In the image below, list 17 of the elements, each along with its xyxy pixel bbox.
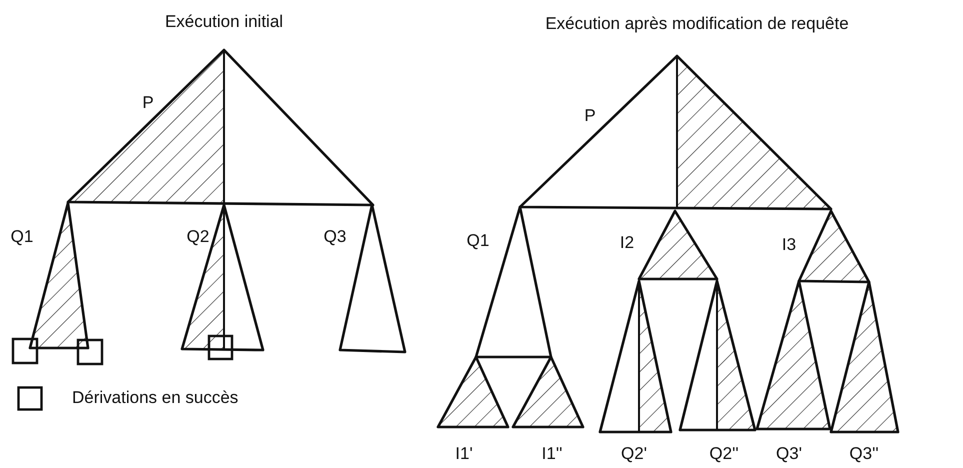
tree-label: Q1 — [10, 228, 34, 246]
tree-label: P — [584, 107, 596, 125]
legend-label: Dérivations en succès — [72, 388, 238, 408]
tree-label: Q2 — [186, 228, 210, 246]
tree-label: Q3 — [324, 228, 346, 246]
tree-label: I1'' — [542, 445, 562, 463]
tree-label: Q2' — [621, 445, 647, 463]
tree-label: I2 — [620, 234, 634, 252]
tree-label: Q2'' — [709, 445, 739, 463]
panel-title: Exécution initial — [164, 12, 284, 32]
tree-label: Q3'' — [849, 445, 879, 463]
tree-label: I1' — [455, 445, 473, 463]
tree-label: Q1 — [466, 232, 490, 250]
tree-label: P — [142, 94, 154, 112]
tree-label: I3 — [782, 236, 796, 254]
panel-title: Exécution après modification de requête — [545, 14, 849, 34]
tree-label: Q3' — [776, 445, 802, 463]
